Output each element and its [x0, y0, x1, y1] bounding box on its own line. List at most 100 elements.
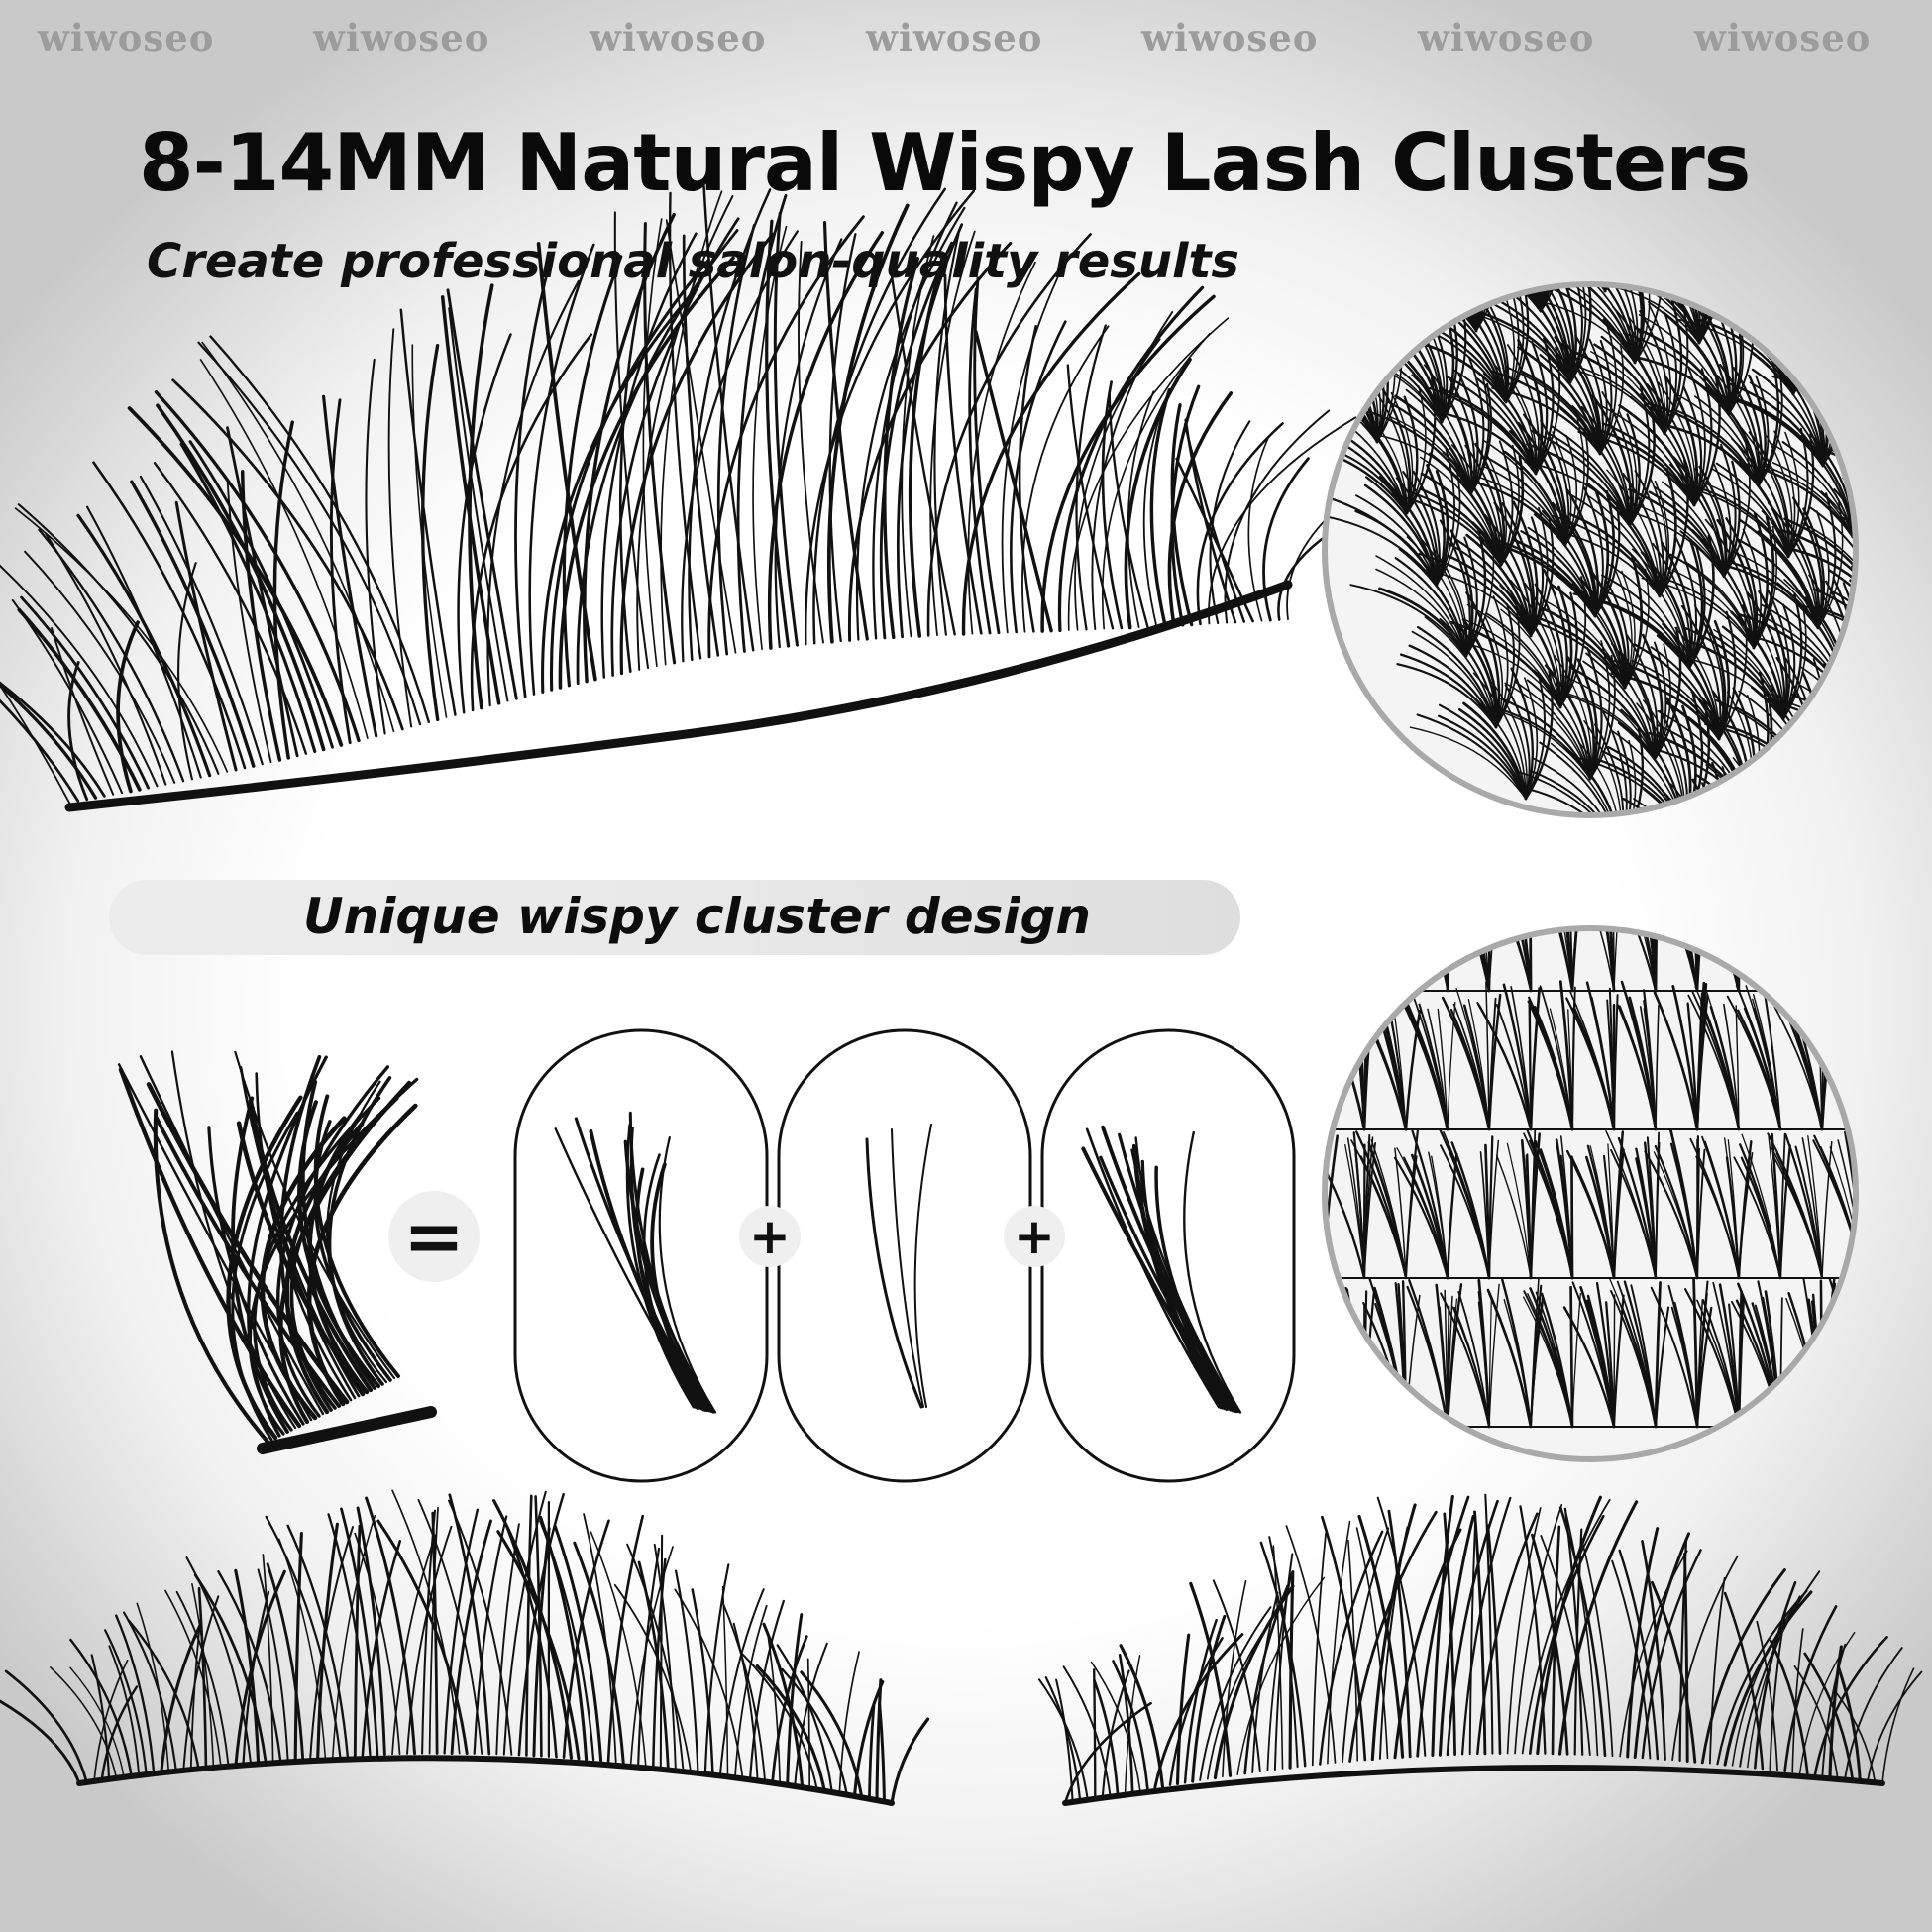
- lash-fiber: [1827, 820, 1873, 933]
- lash-fiber: [1680, 604, 1722, 741]
- lash-fiber: [553, 1524, 603, 1763]
- lash-fiber: [1696, 793, 1779, 815]
- lash-fiber: [1571, 108, 1584, 221]
- lash-fiber: [1259, 138, 1352, 208]
- lash-fiber: [1641, 1549, 1702, 1760]
- lash-fiber: [411, 344, 448, 718]
- lash-fiber: [1345, 284, 1367, 373]
- lash-fiber: [1583, 719, 1623, 815]
- lash-fiber: [356, 1506, 386, 1756]
- lash-fiber: [1839, 826, 1874, 933]
- lash-fiber: [226, 480, 272, 764]
- lash-fiber: [1445, 46, 1482, 168]
- lash-fiber: [1325, 1304, 1328, 1428]
- lash-fiber: [752, 225, 788, 651]
- lash-fiber: [1236, 70, 1323, 137]
- lash-fiber: [1912, 552, 1932, 680]
- lash-fiber: [1272, 846, 1323, 991]
- lash-fiber: [1243, 61, 1324, 137]
- lash-fiber: [1229, 0, 1247, 85]
- lash-fiber: [1866, 1670, 1923, 1783]
- lash-fiber: [1875, 900, 1932, 986]
- lash-fiber: [448, 1493, 491, 1756]
- lash-fiber: [1671, 984, 1699, 1131]
- lash-fiber: [1840, 881, 1902, 1005]
- lash-fiber: [1908, 402, 1925, 517]
- lash-fiber: [637, 1547, 661, 1766]
- lash-fiber: [1440, 1144, 1490, 1279]
- lash-fiber: [1773, 760, 1790, 815]
- lash-fiber: [1327, 87, 1417, 188]
- lash-fiber: [1898, 709, 1932, 822]
- lash-fiber: [1352, 928, 1365, 992]
- lash-fiber: [1469, 694, 1527, 800]
- lash-fiber: [1499, 928, 1532, 992]
- lash-fiber: [1472, 672, 1527, 800]
- lash-fiber: [136, 1602, 170, 1773]
- lash-fiber: [1387, 5, 1402, 117]
- lash-fiber: [1533, 757, 1621, 815]
- lash-fiber: [1531, 114, 1575, 220]
- lash-fiber: [1606, 284, 1639, 364]
- lash-fiber: [1443, 928, 1491, 993]
- lash-fiber: [1777, 286, 1856, 376]
- lash-fiber: [387, 328, 413, 728]
- lash-fiber: [1784, 431, 1800, 558]
- lash-fiber: [732, 1622, 759, 1781]
- lash-fiber: [1783, 1605, 1838, 1773]
- lash-fiber: [1325, 284, 1348, 372]
- lash-fiber: [1864, 508, 1932, 589]
- lash-fiber: [1633, 798, 1715, 815]
- lash-fiber: [1641, 577, 1755, 649]
- lash-fiber: [1696, 1299, 1704, 1428]
- lash-fiber: [573, 1541, 625, 1765]
- lash-fiber: [1766, 435, 1793, 558]
- lash-fiber: [1530, 770, 1621, 815]
- lash-fiber: [1669, 1142, 1699, 1280]
- lash-fiber: [1040, 294, 1216, 633]
- lash-fiber: [1763, 284, 1782, 324]
- lash-fiber: [1855, 1294, 1856, 1429]
- lash-fiber: [327, 1076, 392, 1386]
- lash-fiber: [1723, 1590, 1813, 1767]
- lash-fiber: [1554, 96, 1579, 220]
- lash-fiber: [1565, 1513, 1599, 1757]
- lash-fiber: [1453, 370, 1537, 475]
- lash-fiber: [721, 1586, 729, 1777]
- lash-fiber: [1057, 285, 1205, 633]
- lash-fiber: [1659, 709, 1689, 815]
- lash-fiber: [1477, 476, 1566, 546]
- lash-fiber: [1460, 1496, 1512, 1756]
- lash-fiber: [908, 265, 943, 638]
- lash-fiber: [1202, 49, 1258, 157]
- lash-fiber: [1673, 1301, 1699, 1429]
- lash-fiber: [1883, 895, 1932, 985]
- lash-fiber: [1483, 928, 1532, 992]
- lash-fiber: [0, 1699, 81, 1785]
- lash-fiber: [1893, 727, 1913, 842]
- lash-fiber: [1272, 9, 1323, 137]
- lash-fiber: [681, 230, 799, 663]
- lash-fiber: [1440, 304, 1467, 424]
- lash-fiber: [1363, 1133, 1371, 1279]
- lash-fiber: [1421, 928, 1449, 992]
- lash-fiber: [1304, 106, 1353, 208]
- lash-fiber: [1371, 928, 1407, 992]
- lash-fiber: [1631, 660, 1720, 740]
- lash-fiber: [1663, 297, 1683, 436]
- lash-fiber: [1303, 22, 1327, 137]
- lash-fiber: [739, 1651, 818, 1791]
- lash-fiber: [1143, 7, 1229, 85]
- lash-fiber: [1169, 0, 1229, 85]
- watermark-text: wiwoseo: [1694, 16, 1872, 59]
- lash-fiber: [1293, 0, 1315, 65]
- lash-fiber: [1763, 843, 1808, 953]
- lash-fiber: [1651, 928, 1699, 993]
- lash-fiber: [1363, 180, 1447, 260]
- lash-fiber: [1850, 335, 1856, 427]
- lash-fiber: [1841, 353, 1856, 428]
- lash-fiber: [1348, 1510, 1438, 1763]
- lash-fiber: [1183, 1618, 1218, 1784]
- lash-fiber: [610, 217, 740, 677]
- lash-fiber: [800, 1670, 864, 1800]
